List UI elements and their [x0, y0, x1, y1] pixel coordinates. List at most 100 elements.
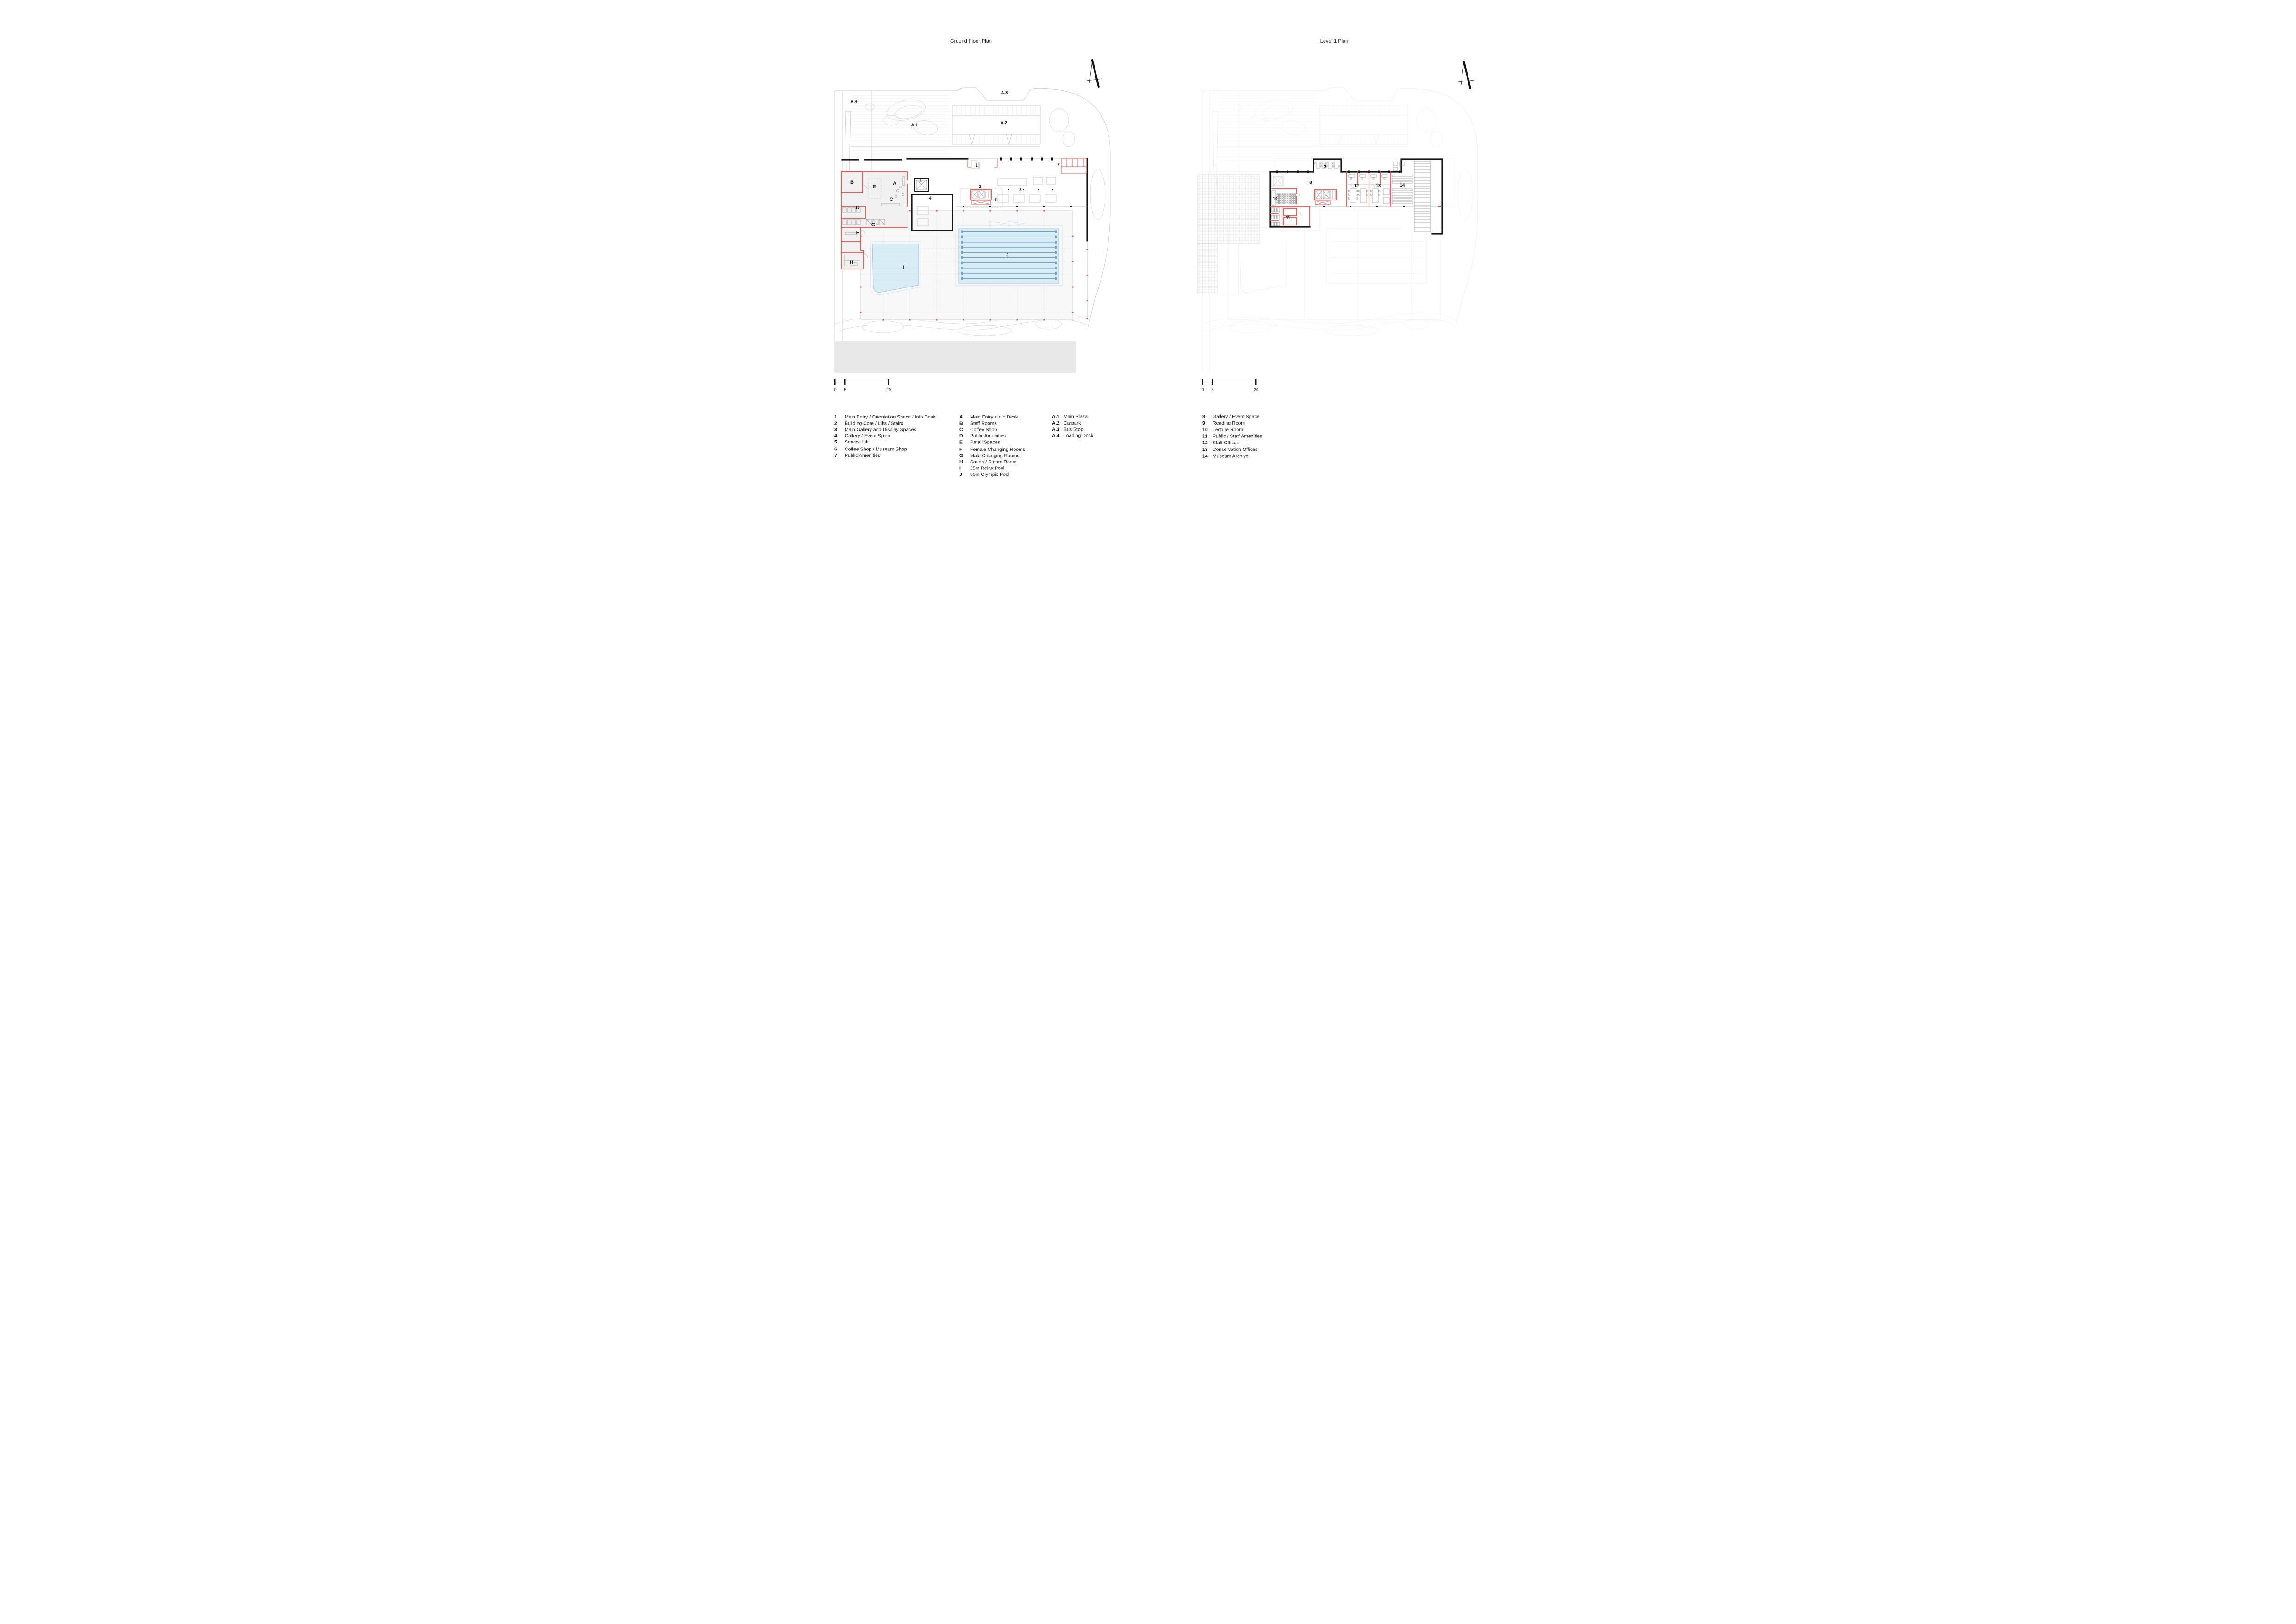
label-I: I: [902, 265, 904, 270]
core-lifts: [1313, 189, 1337, 205]
label-1: 1: [975, 163, 978, 168]
legend-key: A: [959, 414, 963, 420]
legend-label: Main Plaza: [1064, 414, 1088, 419]
door-swings: [860, 179, 907, 258]
legend-key: 4: [834, 433, 837, 439]
label-14: 14: [1400, 183, 1405, 188]
north-arrow-icon: [1086, 59, 1102, 88]
legend-ground-numbers: 1 Main Entry / Orientation Space / Info …: [834, 414, 936, 458]
scale-tick: [844, 379, 845, 385]
label-H: H: [850, 260, 853, 265]
scale-bar-left: 0 5 20: [834, 379, 891, 392]
legend-key: 14: [1202, 454, 1208, 459]
service-lift: [914, 178, 929, 192]
legend-key: B: [959, 421, 963, 426]
ground-floor-labels: A.4 A.1 A.3 A.2 1 2 3 4 5 6 7 B E A C D …: [850, 90, 1060, 270]
legend-key: A.3: [1052, 427, 1060, 432]
legend-key: 1: [834, 414, 837, 420]
legend-key: H: [959, 459, 963, 465]
olympic-pool: [955, 221, 1063, 286]
label-2: 2: [979, 184, 981, 189]
legend-key: J: [959, 472, 962, 477]
legend-key: 7: [834, 453, 837, 458]
legend-label: Staff Rooms: [970, 421, 997, 426]
legend-key: 2: [834, 421, 837, 426]
scale-20: 20: [886, 387, 890, 392]
lecture-room: [1269, 188, 1310, 207]
legend-key: 11: [1202, 434, 1207, 439]
building-core: [960, 188, 1002, 208]
legend-site: A.1 Main Plaza A.2 Carpark A.3 Bus Stop …: [1052, 414, 1094, 438]
label-a2: A.2: [1000, 120, 1007, 125]
legend-label: Main Entry / Orientation Space / Info De…: [845, 414, 936, 420]
legend-key: 3: [834, 427, 837, 432]
floor-plan-sheet: Ground Floor Plan Level 1 Plan: [790, 0, 1506, 506]
label-11: 11: [1285, 215, 1290, 220]
legend-key: 8: [1202, 414, 1205, 419]
legend-label: Gallery / Event Space: [845, 433, 892, 439]
label-E: E: [872, 184, 876, 190]
legend-label: Public Amenities: [845, 453, 880, 458]
legend-key: 13: [1202, 447, 1208, 452]
pool-lanes: [962, 231, 1055, 279]
west-wing: [840, 159, 908, 269]
legend-key: 5: [834, 439, 837, 445]
public-amenities-7: [1061, 158, 1087, 174]
scale-5: 5: [844, 387, 846, 392]
legend-letters: A Main Entry / Info Desk B Staff Rooms C…: [959, 414, 1025, 477]
roof-terrace: [1197, 174, 1259, 294]
legend-label: Main Entry / Info Desk: [970, 414, 1018, 420]
legend-label: Coffee Shop / Museum Shop: [845, 447, 907, 452]
label-4: 4: [929, 196, 932, 201]
level-1-plan: 9 8 10 11 12 13 14 0 5 20: [1197, 61, 1478, 392]
gallery-event-space-4: [910, 194, 953, 231]
legend-key: I: [959, 466, 961, 471]
label-F: F: [856, 230, 859, 236]
legend-label: Male Changing Rooms: [970, 453, 1020, 459]
scale-bar-right: 0 5 20: [1201, 379, 1258, 392]
legend-label: Staff Offices: [1213, 440, 1239, 446]
label-a3: A.3: [1001, 90, 1008, 95]
label-a1: A.1: [911, 123, 918, 128]
legend-label: 25m Relax Pool: [970, 466, 1004, 471]
scale-tick: [1255, 379, 1256, 385]
scale-tick: [834, 379, 835, 385]
legend-key: 9: [1202, 420, 1205, 426]
label-13: 13: [1375, 183, 1381, 188]
level1-floor: [1269, 158, 1443, 235]
main-entry: [967, 159, 997, 169]
colonnade-columns: [1000, 157, 1053, 161]
ground-floor-title: Ground Floor Plan: [950, 38, 992, 44]
label-C: C: [890, 197, 893, 202]
staff-offices: [1346, 171, 1391, 207]
legend-label: Museum Archive: [1213, 454, 1249, 459]
label-a4: A.4: [850, 99, 858, 104]
legend-label: Bus Stop: [1064, 427, 1083, 432]
legend-label: Sauna / Steam Room: [970, 459, 1017, 465]
legend-label: Lecture Room: [1213, 427, 1243, 432]
label-7: 7: [1057, 162, 1059, 168]
legend: 1 Main Entry / Orientation Space / Info …: [834, 414, 1262, 477]
scale-tick: [887, 379, 889, 385]
legend-key: C: [959, 427, 963, 432]
legend-key: 6: [834, 447, 837, 452]
road-strip: [834, 341, 1076, 373]
legend-label: Public Amenities: [970, 433, 1006, 439]
legend-label: Retail Spaces: [970, 440, 1000, 445]
scale-20: 20: [1253, 387, 1258, 392]
legend-label: Coffee Shop: [970, 427, 997, 432]
void-lift-8: [1271, 175, 1284, 187]
ground-floor-plan: A.4 A.1 A.3 A.2 1 2 3 4 5 6 7 B E A C D …: [834, 59, 1110, 392]
legend-label: Reading Room: [1213, 420, 1245, 426]
label-10: 10: [1272, 196, 1277, 201]
scale-5: 5: [1211, 387, 1213, 392]
legend-key: 12: [1202, 440, 1208, 446]
museum-archive: [1392, 161, 1431, 232]
legend-label: Conservation Offices: [1213, 447, 1257, 452]
label-6: 6: [994, 197, 996, 202]
legend-level1-numbers: 8 Gallery / Event Space 9 Reading Room 1…: [1202, 414, 1262, 459]
label-9: 9: [1324, 164, 1326, 169]
display-plinths: [997, 177, 1056, 203]
gallery-block: [906, 157, 1088, 320]
label-8: 8: [1309, 180, 1312, 185]
